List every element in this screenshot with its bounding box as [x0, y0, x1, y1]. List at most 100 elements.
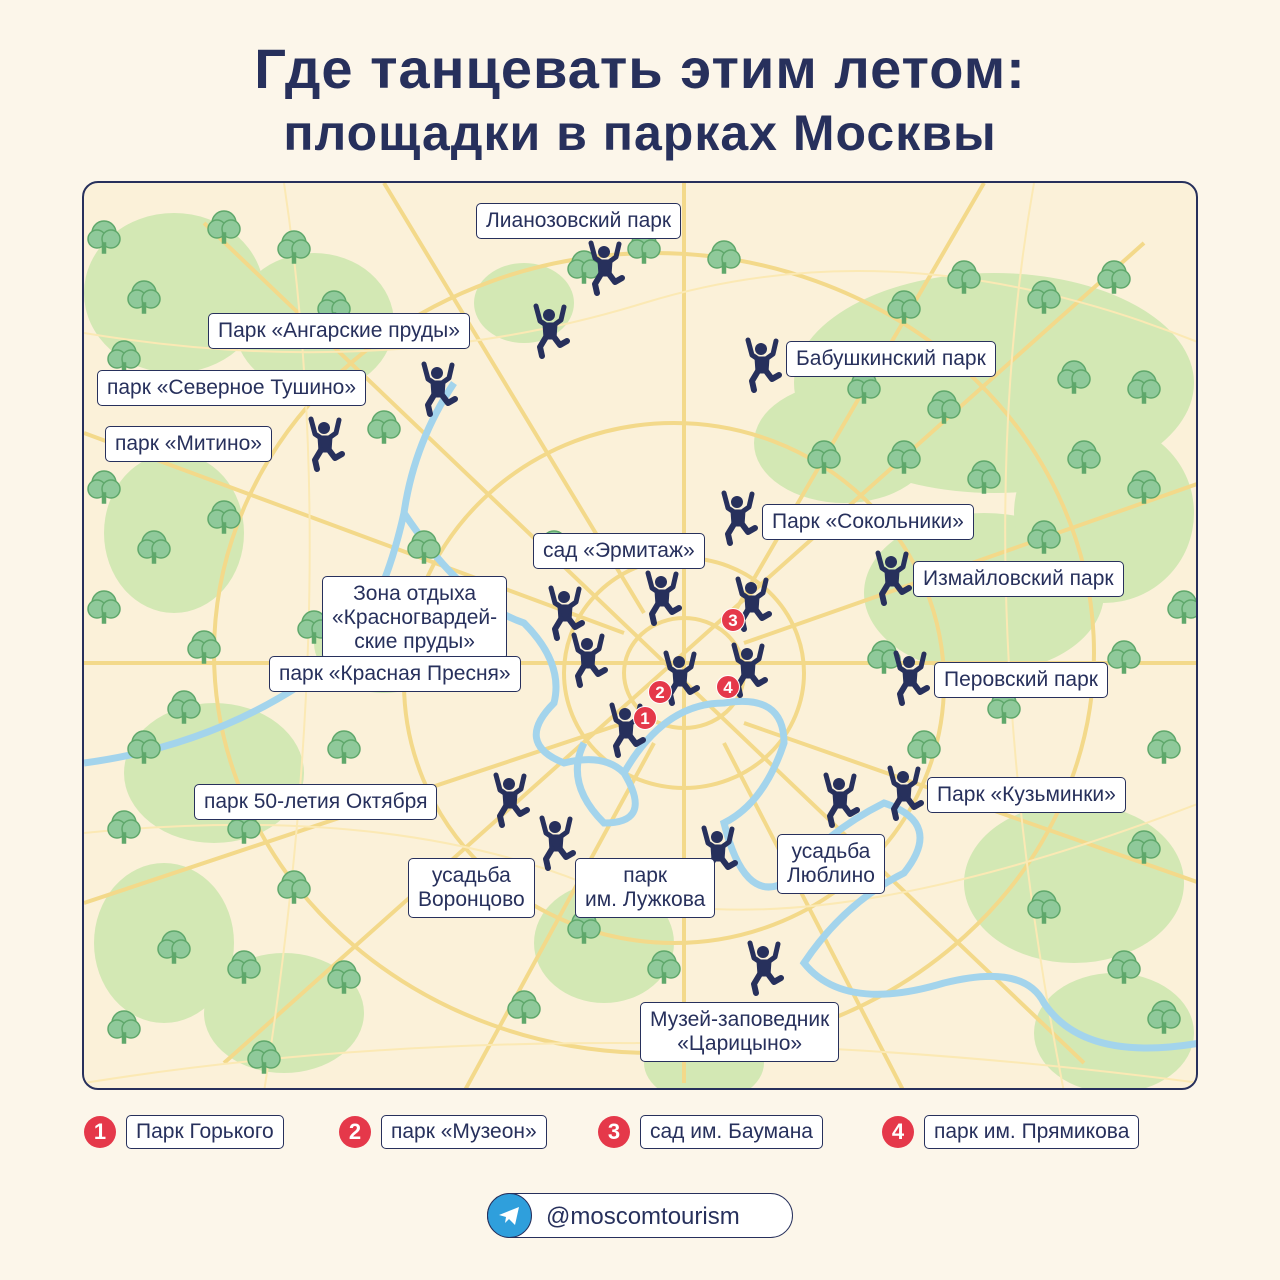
title-line-2: площадки в парках Москвы [283, 105, 997, 161]
dancer-icon[interactable] [820, 772, 860, 828]
tree-icon [107, 810, 141, 844]
tree-icon [907, 730, 941, 764]
tree-icon [187, 630, 221, 664]
park-number-marker[interactable]: 4 [716, 675, 740, 699]
tree-icon [1027, 280, 1061, 314]
tree-icon [1027, 520, 1061, 554]
tree-icon [1167, 590, 1196, 624]
dancer-icon[interactable] [742, 337, 782, 393]
tree-icon [277, 870, 311, 904]
park-label[interactable]: парк 50-летия Октября [194, 784, 438, 820]
legend-label: парк «Музеон» [381, 1115, 547, 1149]
tree-icon [227, 950, 261, 984]
dancer-icon[interactable] [585, 240, 625, 296]
tree-icon [647, 950, 681, 984]
tree-icon [927, 390, 961, 424]
dancer-icon[interactable] [536, 815, 576, 871]
tree-icon [87, 590, 121, 624]
legend-item-4: 4 парк им. Прямикова [882, 1115, 1140, 1149]
tree-icon [157, 930, 191, 964]
tree-icon [1127, 370, 1161, 404]
tree-icon [87, 220, 121, 254]
tree-icon [1057, 360, 1091, 394]
legend-label: парк им. Прямикова [924, 1115, 1140, 1149]
park-label[interactable]: Парк «Сокольники» [762, 504, 974, 540]
tree-icon [327, 960, 361, 994]
dancer-icon[interactable] [890, 650, 930, 706]
park-label[interactable]: парк «Митино» [105, 426, 272, 462]
park-label[interactable]: Музей-заповедник «Царицыно» [640, 1002, 840, 1062]
tree-icon [887, 440, 921, 474]
tree-icon [1147, 730, 1181, 764]
dancer-icon[interactable] [568, 632, 608, 688]
tree-icon [407, 530, 441, 564]
telegram-link[interactable]: @moscomtourism [487, 1193, 793, 1238]
tree-icon [327, 730, 361, 764]
tree-icon [1127, 830, 1161, 864]
park-label[interactable]: Парк «Ангарские пруды» [208, 313, 470, 349]
dancer-icon[interactable] [884, 765, 924, 821]
tree-icon [367, 410, 401, 444]
dancer-icon[interactable] [744, 940, 784, 996]
dancer-icon[interactable] [545, 585, 585, 641]
dancer-icon[interactable] [418, 361, 458, 417]
tree-icon [87, 470, 121, 504]
tree-icon [1147, 1000, 1181, 1034]
tree-icon [127, 280, 161, 314]
tree-icon [207, 500, 241, 534]
tree-icon [967, 460, 1001, 494]
park-label[interactable]: Измайловский парк [913, 561, 1124, 597]
tree-icon [1097, 260, 1131, 294]
park-label[interactable]: парк «Красная Пресня» [269, 656, 521, 692]
legend-number: 2 [339, 1116, 371, 1148]
tree-icon [867, 640, 901, 674]
legend-item-2: 2 парк «Музеон» [339, 1115, 547, 1149]
park-label[interactable]: Перовский парк [934, 662, 1108, 698]
dancer-icon[interactable] [305, 416, 345, 472]
tree-icon [1027, 890, 1061, 924]
park-label[interactable]: Бабушкинский парк [786, 341, 996, 377]
park-label[interactable]: Парк «Кузьминки» [927, 777, 1126, 813]
tree-icon [107, 1010, 141, 1044]
tree-icon [1107, 640, 1141, 674]
park-number-marker[interactable]: 1 [633, 706, 657, 730]
tree-icon [507, 990, 541, 1024]
telegram-handle: @moscomtourism [546, 1203, 740, 1230]
legend-item-3: 3 сад им. Баумана [598, 1115, 823, 1149]
park-label[interactable]: парк «Северное Тушино» [97, 370, 367, 406]
tree-icon [107, 340, 141, 374]
park-label[interactable]: сад «Эрмитаж» [533, 533, 705, 569]
dancer-icon[interactable] [718, 490, 758, 546]
park-number-marker[interactable]: 3 [721, 608, 745, 632]
tree-icons [87, 210, 1196, 1074]
tree-icon [247, 1040, 281, 1074]
dancer-icon[interactable] [642, 570, 682, 626]
tree-icon [947, 260, 981, 294]
park-number-marker[interactable]: 2 [648, 680, 672, 704]
tree-icon [127, 730, 161, 764]
dancer-icon[interactable] [530, 303, 570, 359]
legend-label: Парк Горького [126, 1115, 284, 1149]
tree-icon [807, 440, 841, 474]
tree-icon [1127, 470, 1161, 504]
legend-number: 3 [598, 1116, 630, 1148]
dancer-icon[interactable] [732, 576, 772, 632]
tree-icon [277, 230, 311, 264]
park-label[interactable]: Лианозовский парк [476, 203, 682, 239]
tree-icon [707, 240, 741, 274]
park-label[interactable]: Зона отдыха «Красногвардей- ские пруды» [322, 576, 508, 660]
title-line-1: Где танцевать этим летом: [254, 37, 1026, 100]
park-label[interactable]: усадьба Воронцово [408, 858, 535, 918]
tree-icon [887, 290, 921, 324]
dancer-icon[interactable] [490, 772, 530, 828]
park-label[interactable]: усадьба Люблино [777, 834, 885, 894]
dancer-icon[interactable] [872, 550, 912, 606]
tree-icon [567, 250, 601, 284]
tree-icon [847, 370, 881, 404]
legend-label: сад им. Баумана [640, 1115, 823, 1149]
legend-number: 4 [882, 1116, 914, 1148]
park-label[interactable]: парк им. Лужкова [575, 858, 716, 918]
tree-icon [167, 690, 201, 724]
tree-icon [207, 210, 241, 244]
